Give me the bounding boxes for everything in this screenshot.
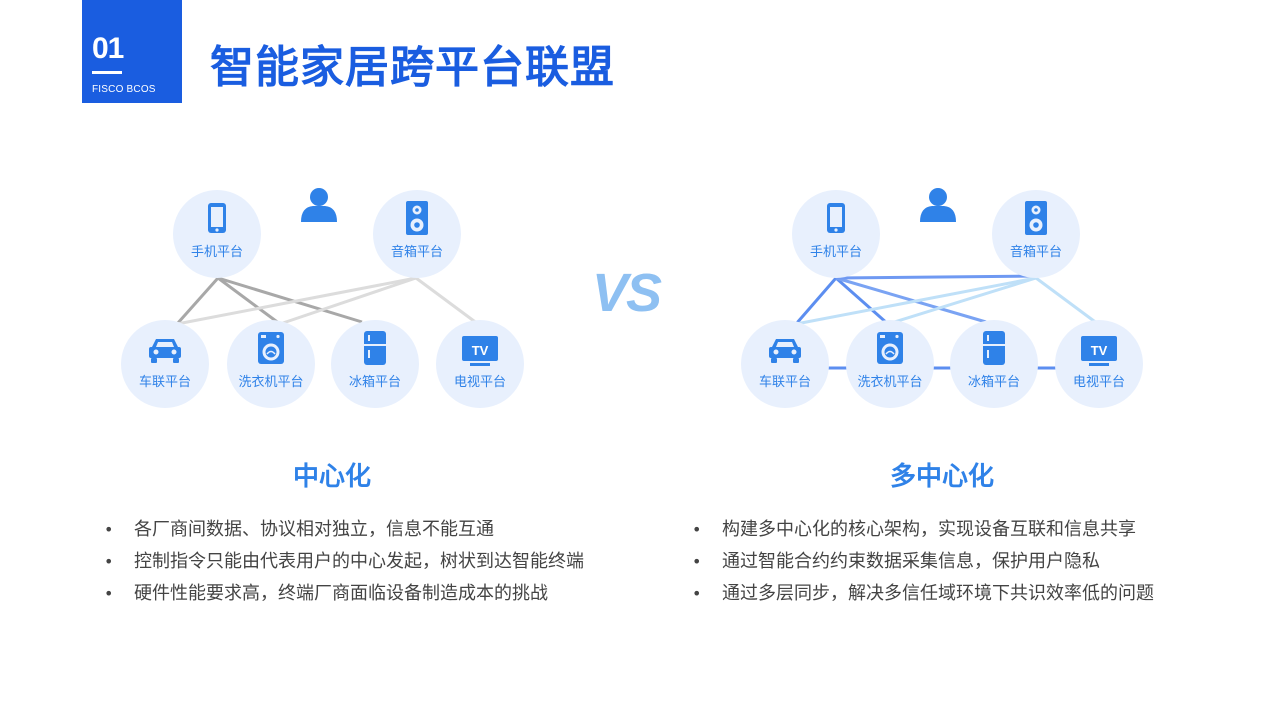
left-line-phone-car xyxy=(175,277,220,325)
section-number: 01 xyxy=(92,32,124,65)
right-line-speaker-car xyxy=(795,276,1037,326)
left-label-speaker: 音箱平台 xyxy=(391,244,443,260)
speaker-icon xyxy=(406,201,428,235)
right-bullet-list: 构建多中心化的核心架构，实现设备互联和信息共享 通过智能合约约束数据采集信息，保… xyxy=(692,514,1154,610)
left-line-phone-washer xyxy=(217,276,281,326)
right-line-phone-car xyxy=(794,277,838,325)
badge-subtitle: FISCO BCOS xyxy=(92,84,156,95)
right-node-tv: TV 电视平台 xyxy=(1055,320,1143,408)
left-node-tv: TV 电视平台 xyxy=(436,320,524,408)
tv-icon-text: TV xyxy=(1091,343,1108,358)
left-line-speaker-washer xyxy=(279,276,417,326)
user-icon xyxy=(920,188,956,222)
right-node-speaker: 音箱平台 xyxy=(992,190,1080,278)
left-label-fridge: 冰箱平台 xyxy=(349,374,401,390)
left-label-car: 车联平台 xyxy=(139,374,191,390)
washer-icon xyxy=(876,331,904,365)
phone-icon xyxy=(208,203,226,233)
left-node-phone: 手机平台 xyxy=(173,190,261,278)
right-node-fridge: 冰箱平台 xyxy=(950,320,1038,408)
right-connections xyxy=(794,274,1099,370)
right-line-speaker-tv xyxy=(1035,276,1099,326)
badge-divider xyxy=(92,71,122,74)
right-line-speaker-washer xyxy=(887,276,1037,326)
tv-icon: TV xyxy=(1081,336,1117,366)
left-node-fridge: 冰箱平台 xyxy=(331,320,419,408)
list-item: 构建多中心化的核心架构，实现设备互联和信息共享 xyxy=(692,514,1154,546)
right-label-car: 车联平台 xyxy=(759,374,811,390)
tv-icon: TV xyxy=(462,336,498,366)
right-line-phone-washer xyxy=(835,276,889,326)
user-icon xyxy=(301,188,337,222)
right-line-phone-fridge xyxy=(835,276,987,324)
left-node-speaker: 音箱平台 xyxy=(373,190,461,278)
right-label-speaker: 音箱平台 xyxy=(1010,244,1062,260)
left-line-speaker-car xyxy=(176,276,417,326)
left-heading: 中心化 xyxy=(292,462,371,492)
left-label-washer: 洗衣机平台 xyxy=(238,374,303,390)
section-badge: 01 FISCO BCOS xyxy=(82,0,182,103)
tv-icon-text: TV xyxy=(472,343,489,358)
right-label-fridge: 冰箱平台 xyxy=(968,374,1020,390)
left-line-phone-fridge xyxy=(217,276,363,324)
left-node-car: 车联平台 xyxy=(121,320,209,408)
left-connections xyxy=(175,276,479,326)
left-line-speaker-tv xyxy=(415,276,479,326)
right-node-washer: 洗衣机平台 xyxy=(846,320,934,408)
list-item: 硬件性能要求高，终端厂商面临设备制造成本的挑战 xyxy=(104,578,584,610)
right-label-phone: 手机平台 xyxy=(810,245,862,260)
speaker-icon xyxy=(1025,201,1047,235)
page-title: 智能家居跨平台联盟 xyxy=(210,42,615,93)
right-node-car: 车联平台 xyxy=(741,320,829,408)
left-label-tv: 电视平台 xyxy=(454,375,506,390)
vs-label: VS xyxy=(592,263,662,323)
phone-icon xyxy=(827,203,845,233)
left-bullet-list: 各厂商间数据、协议相对独立，信息不能互通 控制指令只能由代表用户的中心发起，树状… xyxy=(104,514,584,610)
right-heading: 多中心化 xyxy=(889,462,994,492)
fridge-icon xyxy=(364,331,386,365)
list-item: 通过智能合约约束数据采集信息，保护用户隐私 xyxy=(692,546,1154,578)
list-item: 通过多层同步，解决多信任域环境下共识效率低的问题 xyxy=(692,578,1154,610)
left-label-phone: 手机平台 xyxy=(191,245,243,260)
right-label-washer: 洗衣机平台 xyxy=(857,374,922,390)
right-label-tv: 电视平台 xyxy=(1073,375,1125,390)
washer-icon xyxy=(257,331,285,365)
right-node-phone: 手机平台 xyxy=(792,190,880,278)
list-item: 控制指令只能由代表用户的中心发起，树状到达智能终端 xyxy=(104,546,584,578)
fridge-icon xyxy=(983,331,1005,365)
left-node-washer: 洗衣机平台 xyxy=(227,320,315,408)
right-line-phone-speaker xyxy=(835,274,1037,280)
list-item: 各厂商间数据、协议相对独立，信息不能互通 xyxy=(104,514,584,546)
